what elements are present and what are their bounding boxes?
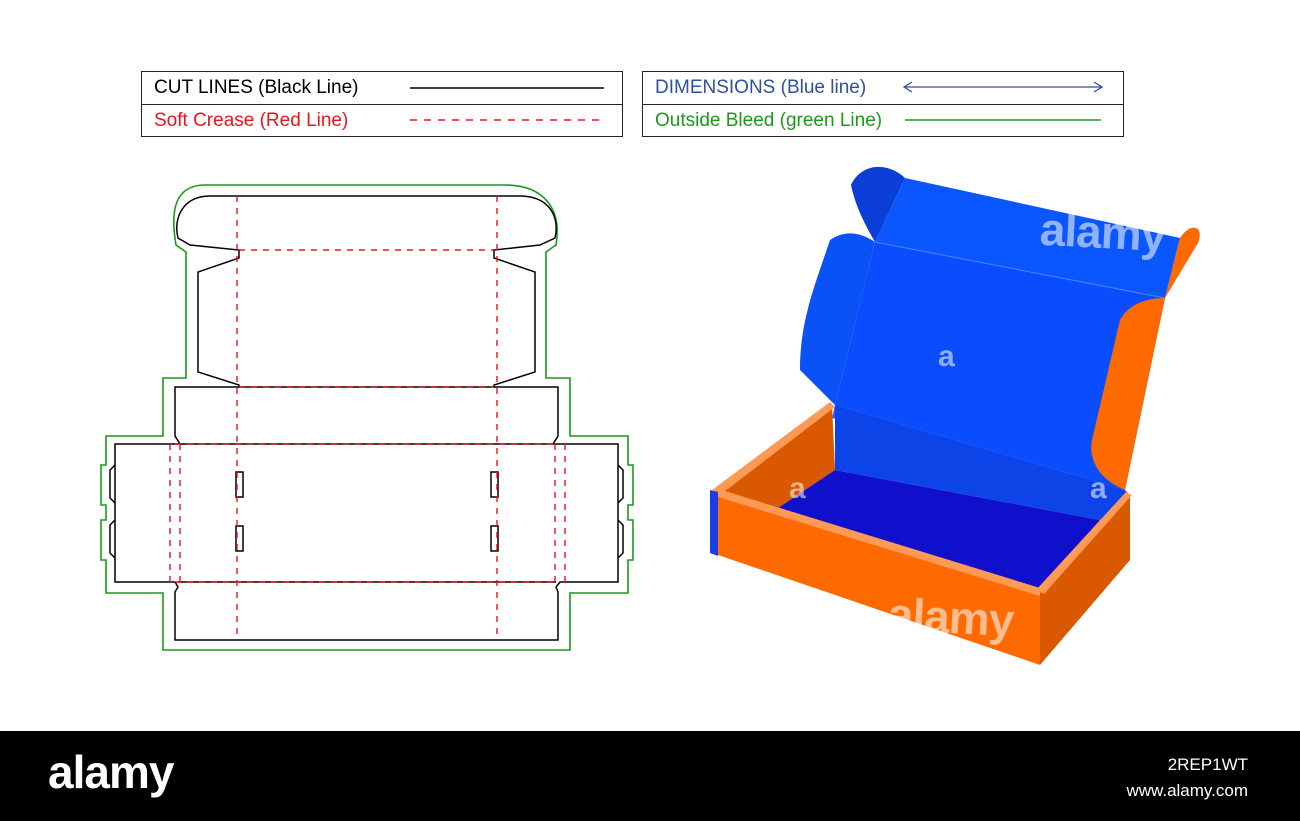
box-front-wall — [715, 490, 1040, 665]
watermark-letter-center: a — [938, 340, 955, 373]
diagram-canvas — [100, 166, 1200, 665]
outside-bleed-outline — [100, 184, 634, 651]
box-right-wall — [1040, 495, 1130, 665]
legend-dimensions-label: DIMENSIONS (Blue line) — [655, 76, 867, 98]
lid-main-panel — [835, 242, 1165, 490]
watermark-letter-left: a — [789, 472, 806, 505]
lid-side-flap-right — [1165, 227, 1200, 298]
box-inner-left-wall — [718, 405, 835, 510]
footer-logo: alamy — [48, 746, 174, 798]
legend-row-outside-bleed: Outside Bleed (green Line) — [643, 104, 1123, 136]
watermark-letter-right: a — [1090, 472, 1107, 505]
lid-dust-flap-left — [851, 166, 905, 242]
dieline — [100, 184, 634, 651]
dimension-arrow-sample — [902, 81, 1104, 93]
box-rim-front — [715, 488, 1040, 596]
box-inner-back — [835, 405, 1130, 520]
box-floor — [775, 470, 1100, 590]
footer-image-id: 2REP1WT — [1167, 755, 1248, 774]
legend-row-cut-lines: CUT LINES (Black Line) — [142, 72, 622, 103]
cut-line-sample — [410, 87, 604, 89]
footer-url: www.alamy.com — [1126, 781, 1248, 800]
box-left-edge — [710, 490, 718, 556]
outside-bleed-sample — [905, 119, 1101, 121]
watermark-logo-bottom: alamy — [886, 587, 1015, 647]
legend-right: DIMENSIONS (Blue line) Outside Bleed (gr… — [642, 71, 1124, 137]
legend-left: CUT LINES (Black Line) Soft Crease (Red … — [141, 71, 623, 137]
legend-soft-crease-label: Soft Crease (Red Line) — [154, 109, 349, 131]
lid-dust-flap-side — [800, 233, 875, 405]
soft-crease-lines — [169, 196, 566, 640]
lid-tuck-panel — [875, 178, 1180, 298]
watermark-logo-top: alamy — [1038, 202, 1167, 262]
legend-row-soft-crease: Soft Crease (Red Line) — [142, 104, 622, 136]
lid-side-panel-orange — [1091, 298, 1165, 490]
footer-bar: alamy 2REP1WT www.alamy.com — [0, 731, 1300, 821]
soft-crease-sample — [410, 119, 604, 121]
box-rim-left — [712, 402, 835, 495]
legend-cut-lines-label: CUT LINES (Black Line) — [154, 76, 359, 98]
legend-outside-bleed-label: Outside Bleed (green Line) — [655, 109, 883, 131]
legend-row-dimensions: DIMENSIONS (Blue line) — [643, 72, 1123, 103]
mailer-box-3d — [710, 166, 1200, 665]
box-rim-right — [1036, 492, 1132, 594]
